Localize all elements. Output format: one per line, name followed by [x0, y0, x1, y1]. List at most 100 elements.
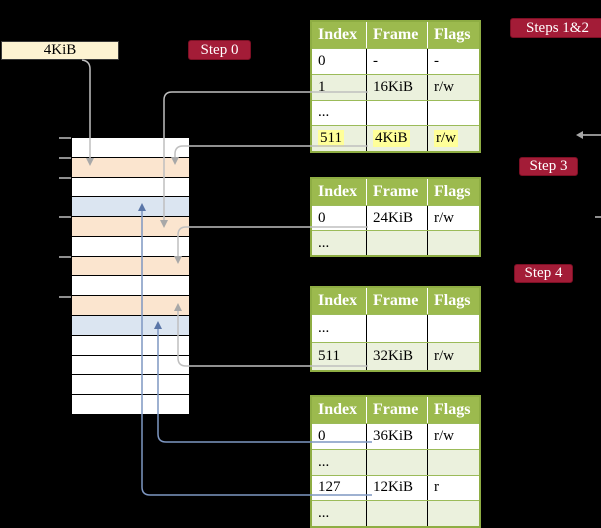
table-cell — [427, 100, 479, 126]
memory-row-13-free — [72, 394, 189, 414]
table-cell: r — [427, 475, 479, 501]
table-cell — [366, 100, 427, 126]
address-tick — [59, 256, 71, 258]
table-row-1: ... — [312, 448, 479, 475]
memory-row-8-page-table — [72, 295, 189, 316]
table-cell: 511 — [318, 348, 340, 364]
memory-row-12-free — [72, 374, 189, 395]
step-3-text: Step 3 — [529, 158, 568, 174]
column-header-index: Index — [318, 26, 358, 43]
steps-1-2-badge: Steps 1&2 — [510, 18, 601, 38]
step-4-badge: Step 4 — [514, 264, 573, 283]
address-tick — [59, 296, 71, 298]
memory-row-10-free — [72, 334, 189, 355]
memory-row-4-page-table — [72, 216, 189, 236]
step-0-text: Step 0 — [200, 41, 239, 58]
column-header-index: Index — [318, 401, 358, 418]
table-cell: - — [366, 49, 427, 74]
column-header-flags: Flags — [427, 179, 479, 205]
step-3-badge: Step 3 — [519, 157, 578, 176]
highlighted-cell-text: r/w — [434, 130, 458, 148]
column-header-index: Index — [318, 183, 358, 200]
table-cell: 24KiB — [366, 206, 427, 230]
table-cell: 16KiB — [366, 74, 427, 100]
table-cell: r/w — [427, 74, 479, 100]
address-tick — [59, 177, 71, 179]
column-header-frame: Frame — [366, 179, 427, 205]
table-cell — [427, 501, 479, 526]
memory-row-6-page-table — [72, 255, 189, 276]
root-pointer-label: 4KiB — [43, 42, 77, 58]
table-cell: - — [427, 49, 479, 74]
table-cell: 36KiB — [366, 424, 427, 449]
table-cell — [427, 449, 479, 475]
memory-row-9-mapped-page — [72, 315, 189, 335]
table-cell: 0 — [318, 427, 326, 444]
table-row-0: 0 -- — [312, 48, 479, 74]
step-4-text: Step 4 — [524, 265, 563, 281]
table-cell: 0 — [318, 209, 326, 226]
table-cell: r/w — [427, 424, 479, 449]
table-row-3: ... — [312, 500, 479, 526]
column-header-flags: Flags — [427, 22, 479, 48]
table-row-2: ... — [312, 99, 479, 126]
memory-row-3-mapped-page — [72, 196, 189, 217]
table-cell: r/w — [427, 126, 479, 151]
root-pointer-box: 4KiB — [1, 41, 119, 60]
table-cell — [366, 315, 427, 342]
highlighted-cell-text: 511 — [318, 130, 344, 148]
table-cell — [427, 231, 479, 255]
table-cell: 127 — [318, 479, 341, 496]
table-row-3: 511 4KiB r/w — [312, 125, 479, 151]
address-tick — [59, 157, 71, 159]
table-cell: 32KiB — [366, 343, 427, 370]
address-tick — [59, 137, 71, 139]
table-cell: ... — [318, 505, 330, 522]
step-0-badge: Step 0 — [188, 40, 251, 60]
memory-row-11-free — [72, 354, 189, 375]
table-cell: ... — [318, 320, 330, 336]
column-header-frame: Frame — [366, 288, 427, 314]
memory-stack — [71, 137, 190, 415]
table-row-0: ... — [312, 314, 479, 342]
table-cell — [366, 501, 427, 526]
table-cell: 1 — [318, 78, 326, 95]
table-cell: ... — [318, 453, 330, 470]
table-cell: ... — [318, 234, 330, 251]
column-header-index: Index — [318, 292, 358, 309]
steps-1-2-text: Steps 1&2 — [526, 19, 589, 36]
table-cell: 0 — [318, 52, 326, 69]
memory-row-5-free — [72, 235, 189, 256]
column-header-flags: Flags — [427, 397, 479, 423]
memory-row-0-free — [72, 138, 189, 157]
table-cell: r/w — [427, 343, 479, 370]
table-row-1: ... — [312, 230, 479, 255]
column-header-frame: Frame — [366, 22, 427, 48]
right-edge-stub-arrowhead — [576, 131, 583, 139]
address-tick — [59, 216, 71, 218]
column-header-frame: Frame — [366, 397, 427, 423]
table-cell: ... — [318, 104, 330, 121]
table-cell: 4KiB — [366, 126, 427, 151]
column-header-flags: Flags — [427, 288, 479, 314]
table-cell — [427, 315, 479, 342]
memory-row-7-free — [72, 275, 189, 296]
memory-row-1-page-table — [72, 156, 189, 177]
table-cell — [366, 449, 427, 475]
highlighted-cell-text: 4KiB — [373, 130, 410, 148]
table-cell: 511 — [312, 126, 366, 151]
